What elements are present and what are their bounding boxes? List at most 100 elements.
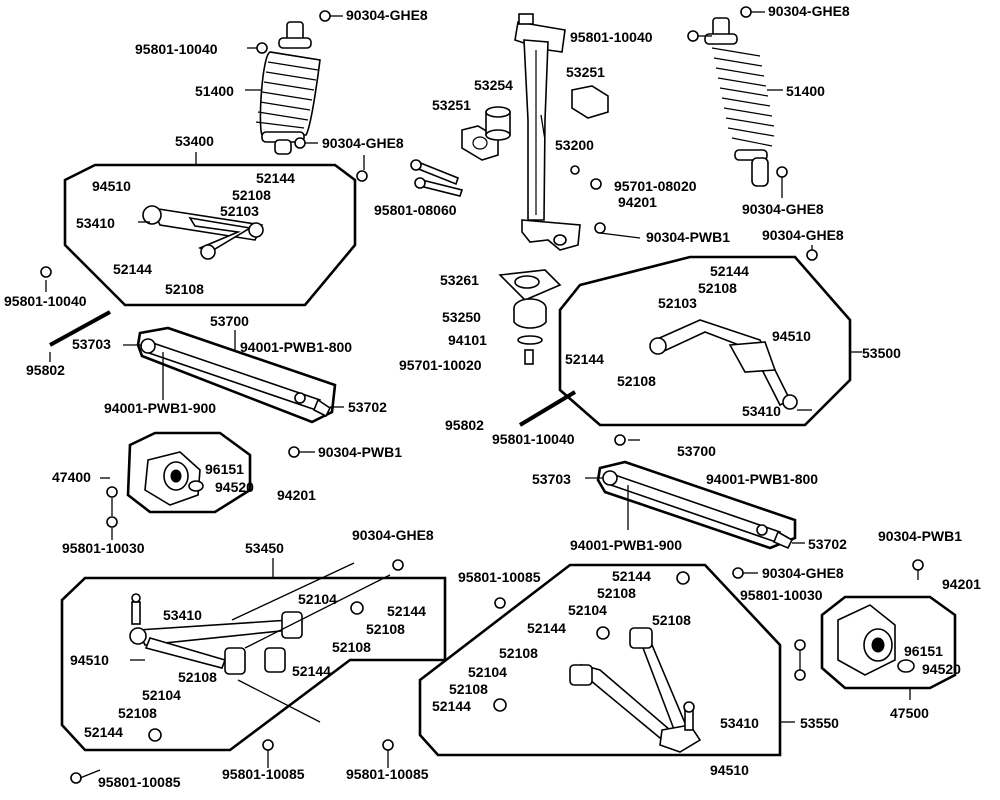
label-95701-10020: 95701-10020 <box>399 357 482 373</box>
label-53703: 53703 <box>532 471 571 487</box>
label-52108: 52108 <box>118 705 157 721</box>
lower-arm-53550 <box>569 627 702 753</box>
label-52144: 52144 <box>84 724 123 740</box>
label-94101: 94101 <box>448 332 487 348</box>
label-53500: 53500 <box>862 345 901 361</box>
label-94201: 94201 <box>942 576 981 592</box>
label-52108: 52108 <box>698 280 737 296</box>
group-outline-53700-left <box>136 326 337 424</box>
label-90304-ghe8: 90304-GHE8 <box>762 227 844 243</box>
label-94001-pwb1-800: 94001-PWB1-800 <box>240 339 352 355</box>
label-51400: 51400 <box>195 83 234 99</box>
label-95802: 95802 <box>26 362 65 378</box>
bracket-53251-right <box>571 85 609 119</box>
label-53400: 53400 <box>175 133 214 149</box>
label-94520: 94520 <box>215 479 254 495</box>
label-52144: 52144 <box>710 263 749 279</box>
steering-column <box>514 13 581 251</box>
label-90304-ghe8: 90304-GHE8 <box>742 201 824 217</box>
label-90304-ghe8: 90304-GHE8 <box>352 527 434 543</box>
label-52104: 52104 <box>468 664 507 680</box>
label-95802: 95802 <box>445 417 484 433</box>
label-95801-10030: 95801-10030 <box>740 587 823 603</box>
label-52108: 52108 <box>652 612 691 628</box>
label-53702: 53702 <box>348 399 387 415</box>
label-95801-10085: 95801-10085 <box>458 569 541 585</box>
label-90304-pwb1: 90304-PWB1 <box>646 229 730 245</box>
label-53251: 53251 <box>432 97 471 113</box>
shock-absorber-right <box>704 17 775 187</box>
group-outline-53450 <box>60 576 447 752</box>
label-53550: 53550 <box>800 715 839 731</box>
label-53250: 53250 <box>442 309 481 325</box>
bolts-95801-08060 <box>410 159 464 197</box>
long-bolt-95802-left <box>49 310 111 347</box>
label-53410: 53410 <box>163 607 202 623</box>
label-52108: 52108 <box>499 645 538 661</box>
label-52104: 52104 <box>298 591 337 607</box>
label-52108: 52108 <box>165 281 204 297</box>
label-52144: 52144 <box>565 351 604 367</box>
label-53200: 53200 <box>555 137 594 153</box>
group-outline-47500 <box>820 595 957 690</box>
label-94201: 94201 <box>277 487 316 503</box>
label-90304-ghe8: 90304-GHE8 <box>768 3 850 19</box>
label-52144: 52144 <box>527 620 566 636</box>
label-53251: 53251 <box>566 64 605 80</box>
label-95801-10040: 95801-10040 <box>492 431 575 447</box>
label-94001-pwb1-900: 94001-PWB1-900 <box>104 400 216 416</box>
label-52108: 52108 <box>366 621 405 637</box>
label-95801-10040: 95801-10040 <box>135 41 218 57</box>
bushing-53254 <box>485 106 511 141</box>
knuckle-47500 <box>837 604 915 676</box>
label-52103: 52103 <box>220 203 259 219</box>
label-52108: 52108 <box>178 669 217 685</box>
label-51400: 51400 <box>786 83 825 99</box>
label-95801-10085: 95801-10085 <box>222 766 305 782</box>
bracket-hole <box>472 136 488 150</box>
label-94510: 94510 <box>710 762 749 778</box>
label-52104: 52104 <box>568 602 607 618</box>
long-bolt-95802-right <box>518 390 577 427</box>
shock-absorber-left <box>255 21 321 155</box>
label-94510: 94510 <box>772 328 811 344</box>
group-outline-47400 <box>126 431 252 514</box>
label-52108: 52108 <box>597 585 636 601</box>
lower-arm-53450 <box>129 593 303 675</box>
knuckle-47400 <box>144 451 204 506</box>
label-94510: 94510 <box>70 652 109 668</box>
label-52104: 52104 <box>142 687 181 703</box>
label-53703: 53703 <box>72 336 111 352</box>
label-52144: 52144 <box>387 603 426 619</box>
label-94520: 94520 <box>922 661 961 677</box>
label-95801-10085: 95801-10085 <box>346 766 429 782</box>
label-52108: 52108 <box>332 639 371 655</box>
small-fasteners <box>40 6 924 784</box>
label-53410: 53410 <box>742 403 781 419</box>
label-90304-pwb1: 90304-PWB1 <box>878 528 962 544</box>
upper-arm-53500 <box>649 319 798 410</box>
label-53410: 53410 <box>76 215 115 231</box>
label-47500: 47500 <box>890 705 929 721</box>
tie-rod-right <box>602 470 794 550</box>
label-53702: 53702 <box>808 536 847 552</box>
label-52108: 52108 <box>617 373 656 389</box>
group-outline-53500 <box>558 255 852 427</box>
label-52103: 52103 <box>658 295 697 311</box>
leader-lines <box>45 11 919 779</box>
label-95801-08060: 95801-08060 <box>374 202 457 218</box>
label-52144: 52144 <box>292 663 331 679</box>
label-52108: 52108 <box>449 681 488 697</box>
label-90304-ghe8: 90304-GHE8 <box>762 565 844 581</box>
label-94201: 94201 <box>618 194 657 210</box>
label-53410: 53410 <box>720 715 759 731</box>
tie-rod-left <box>140 338 332 418</box>
label-53450: 53450 <box>245 540 284 556</box>
group-outline-53550 <box>418 563 782 757</box>
label-90304-ghe8: 90304-GHE8 <box>322 135 404 151</box>
label-95801-10040: 95801-10040 <box>570 29 653 45</box>
label-90304-pwb1: 90304-PWB1 <box>318 444 402 460</box>
label-96151: 96151 <box>205 461 244 477</box>
label-96151: 96151 <box>904 643 943 659</box>
